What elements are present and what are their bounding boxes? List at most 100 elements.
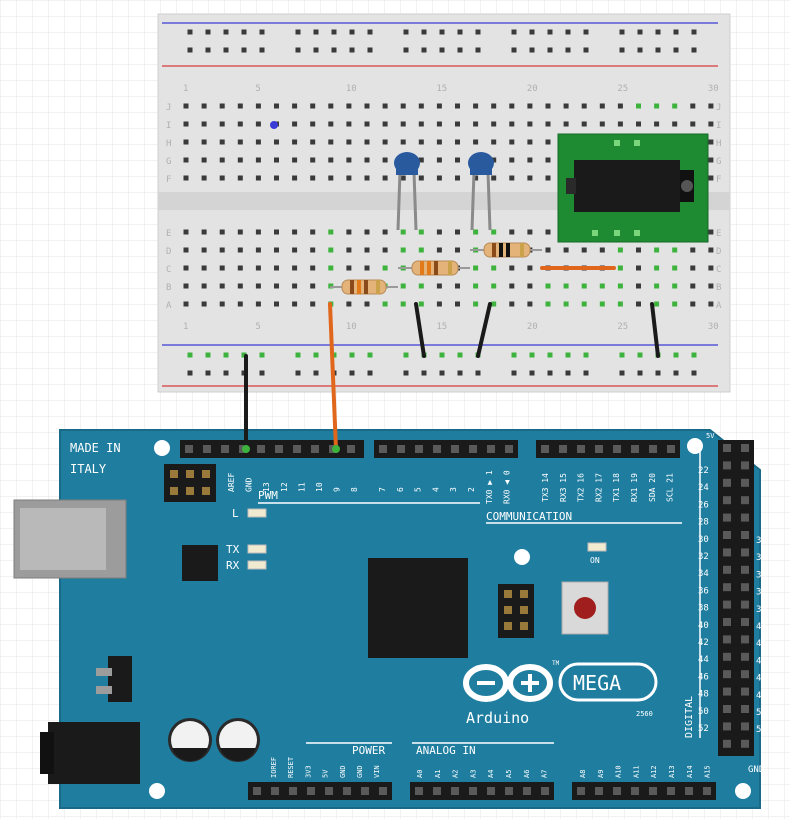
header-pin — [451, 445, 459, 453]
communication-header — [536, 440, 680, 458]
header-pin — [741, 635, 749, 644]
breadboard-hole — [581, 121, 587, 127]
header-pin — [667, 787, 675, 795]
rail-hole — [457, 352, 463, 358]
breadboard-hole — [219, 175, 225, 181]
breadboard-hole — [617, 247, 623, 253]
header-pin — [741, 531, 749, 539]
rail-hole — [565, 352, 571, 358]
rail-hole — [187, 47, 193, 53]
header-pin — [723, 548, 731, 557]
breadboard-hole — [237, 265, 243, 271]
rail-hole — [637, 352, 643, 358]
rail-hole — [349, 352, 355, 358]
column-number: 30 — [708, 84, 719, 94]
marker-dot — [270, 121, 278, 129]
header-pin — [667, 445, 675, 453]
breadboard-hole — [690, 121, 696, 127]
breadboard-hole — [654, 121, 660, 127]
breadboard-hole — [690, 103, 696, 109]
breadboard-hole — [201, 265, 207, 271]
header-pin — [723, 600, 731, 609]
breadboard-hole — [255, 229, 261, 235]
column-number: 1 — [183, 84, 188, 94]
breadboard-hole — [346, 157, 352, 163]
breadboard-hole — [491, 283, 497, 289]
breadboard-hole — [455, 247, 460, 253]
reset-button-cap[interactable] — [574, 597, 596, 619]
rail-hole — [655, 47, 661, 53]
pin-label: 28 — [698, 518, 709, 528]
breadboard-hole — [527, 229, 533, 235]
rail-hole — [403, 370, 409, 376]
model-sub-text: 2560 — [636, 710, 653, 718]
breadboard-hole — [636, 283, 641, 289]
header-pin — [741, 461, 749, 470]
rail-hole — [187, 370, 193, 376]
pin-label: A6 — [523, 770, 531, 778]
rail-hole — [403, 47, 409, 53]
rail-hole — [205, 47, 211, 53]
column-number: 5 — [255, 322, 260, 332]
pin-label: RX3 15 — [559, 473, 568, 502]
breadboard-hole — [545, 229, 551, 235]
breadboard-hole — [201, 175, 207, 181]
header-pin — [397, 445, 405, 453]
rail-hole — [349, 370, 355, 376]
breadboard-hole — [491, 157, 497, 163]
breadboard-hole — [436, 229, 442, 235]
breadboard-hole — [310, 265, 316, 271]
column-number: 1 — [183, 322, 188, 332]
pin-label: 46 — [698, 672, 709, 682]
header-pin — [631, 445, 639, 453]
pin-label: 43 — [756, 639, 767, 649]
rail-hole — [367, 47, 373, 53]
breadboard-hole — [274, 301, 279, 307]
breadboard-hole — [328, 175, 334, 181]
breadboard-hole — [436, 301, 442, 307]
breadboard-hole — [473, 121, 479, 127]
breadboard-hole — [328, 121, 334, 127]
breadboard-hole — [581, 283, 587, 289]
rail-hole — [187, 29, 193, 35]
rail-hole — [241, 29, 247, 35]
rail-hole — [475, 47, 481, 53]
breadboard-hole — [527, 283, 533, 289]
rail-hole — [565, 47, 571, 53]
logo-minus — [477, 681, 495, 685]
pin-label: 44 — [698, 655, 709, 665]
rail-hole — [331, 29, 337, 35]
pin-label: 51 — [756, 708, 767, 718]
breadboard-hole — [201, 229, 207, 235]
breadboard-hole — [237, 175, 243, 181]
breadboard-hole — [328, 157, 334, 163]
breadboard-hole — [563, 121, 569, 127]
pin-label: 13 — [262, 482, 271, 492]
pin-label: 35 — [756, 570, 767, 580]
breadboard-hole — [274, 229, 279, 235]
breadboard-hole — [310, 283, 316, 289]
breadboard-hole — [274, 139, 279, 145]
breadboard-hole — [545, 157, 551, 163]
rail-hole — [421, 370, 427, 376]
rail-hole — [673, 352, 679, 358]
capacitor-1 — [394, 152, 420, 231]
header-pin — [505, 445, 513, 453]
rail-hole — [457, 47, 463, 53]
header-pin — [723, 687, 731, 696]
pin-label: 34 — [698, 569, 709, 579]
breadboard-hole — [563, 301, 569, 307]
breadboard-hole — [473, 283, 479, 289]
breadboard-hole — [672, 103, 678, 109]
column-number: 5 — [255, 84, 260, 94]
breadboard-hole — [346, 265, 352, 271]
mount-hole — [687, 438, 703, 454]
rail-hole — [223, 29, 229, 35]
breadboard-hole — [617, 283, 623, 289]
breadboard-hole — [219, 265, 225, 271]
breadboard-hole — [237, 301, 243, 307]
breadboard-hole — [509, 301, 515, 307]
